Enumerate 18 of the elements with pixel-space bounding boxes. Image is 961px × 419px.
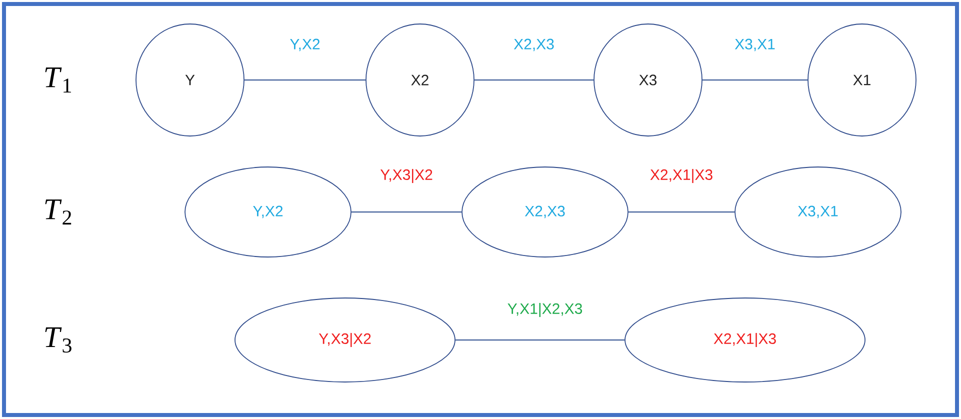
edge-label: X2,X1|X3 — [650, 168, 712, 184]
row-label: T$_{1}$ — [45, 68, 71, 92]
row-label: T$_{2}$ — [45, 200, 72, 224]
edge-label: Y,X1|X2,X3 — [508, 302, 582, 318]
row-label: T$_{3}$ — [45, 327, 72, 353]
circle-node: X3 — [594, 24, 702, 136]
circle-node: X1 — [808, 24, 916, 136]
ellipse-node: X3,X1 — [734, 166, 902, 258]
edge-label: X2,X3 — [514, 38, 554, 52]
edge-label: Y,X2 — [290, 38, 320, 52]
circle-node: Y — [136, 24, 244, 136]
ellipse-node: X2,X1|X3 — [624, 298, 866, 382]
ellipse-node: Y,X3|X2 — [234, 298, 456, 382]
edge-label: X3,X1 — [734, 38, 775, 52]
ellipse-node: X2,X3 — [462, 166, 628, 258]
circle-node: X2 — [366, 24, 474, 136]
edge-label: Y,X3|X2 — [380, 168, 432, 184]
ellipse-node: Y,X2 — [184, 166, 352, 258]
